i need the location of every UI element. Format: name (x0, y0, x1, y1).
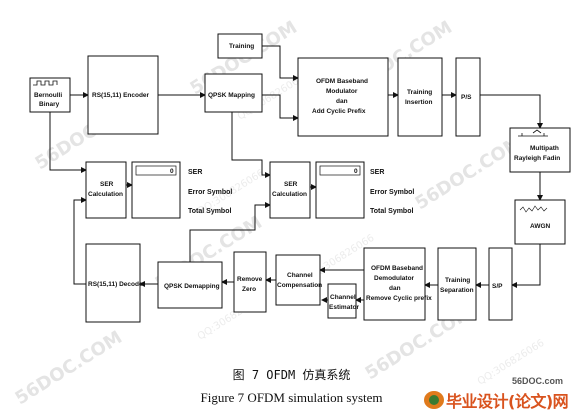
edge-ps-multipath (480, 94, 543, 129)
channel-comp-line-2: Compensation (277, 282, 322, 289)
awgn-block: AWGN (514, 199, 566, 245)
logo-emblem-icon (424, 391, 444, 409)
ser-calc-2-line-2: Calculation (272, 191, 307, 198)
edge-bernoulli-ser1 (49, 112, 87, 173)
edge-qpsk-ofdm (262, 94, 299, 121)
ser-calculation-1-block: SER Calculation (85, 161, 127, 219)
ps-block: P/S (455, 57, 481, 137)
logo-text: 毕业设计(论文)网 (446, 392, 569, 411)
display-2-label-ser: SER (370, 169, 384, 176)
pulse-train-icon (33, 80, 58, 86)
qpsk-mapping-label: QPSK Mapping (208, 92, 255, 99)
figure-caption-chinese: 图 7 OFDM 仿真系统 (232, 368, 351, 382)
edge-qpsk-ser2 (231, 112, 271, 178)
ofdm-mod-line-2: Modulator (326, 88, 358, 95)
training-separation-line-1: Training (445, 277, 470, 284)
figure-caption-english: Figure 7 OFDM simulation system (200, 390, 383, 405)
training-insertion-block: Training Insertion (397, 57, 443, 137)
multipath-icon (518, 129, 548, 137)
display-2-value: 0 (354, 168, 358, 175)
blocks: Bernoulli Binary RS(15,11) Encoder Train… (29, 33, 571, 323)
training-block: Training (217, 33, 263, 59)
multipath-block: Multipath Rayleigh Fadin (509, 127, 571, 173)
qpsk-demapping-label: QPSK Demapping (164, 283, 220, 290)
training-insertion-line-2: Insertion (405, 99, 432, 106)
channel-estimator-block: Channel Estimator (327, 283, 359, 319)
display-1-labels: SER Error Symbol Total Symbol (188, 169, 232, 215)
display-1-value: 0 (170, 168, 174, 175)
ser-calc-2-line-1: SER (284, 181, 298, 188)
awgn-label: AWGN (530, 223, 551, 230)
remove-zero-block: Remove Zero (233, 251, 267, 313)
channel-compensation-block: Channel Compensation (275, 254, 322, 306)
ser-calc-1-line-2: Calculation (88, 191, 123, 198)
display-2-readout (319, 165, 361, 176)
bernoulli-label-line-2: Binary (39, 101, 60, 108)
multipath-line-2: Rayleigh Fadin (514, 155, 560, 162)
watermark-site-5: 56DOC.COM (412, 132, 526, 214)
sp-label: S/P (492, 283, 503, 290)
connections (49, 45, 543, 303)
noise-icon (519, 205, 548, 213)
ser-calculation-2-block: SER Calculation (269, 161, 311, 219)
channel-comp-line-1: Channel (287, 272, 313, 279)
training-separation-line-2: Separation (440, 287, 474, 294)
qpsk-mapping-block: QPSK Mapping (204, 73, 263, 113)
ofdm-demod-line-2: Demodulator (374, 275, 415, 282)
ser-calc-1-line-1: SER (100, 181, 114, 188)
training-label: Training (229, 43, 254, 50)
edge-awgn-sp (511, 244, 541, 288)
ofdm-demod-line-3: dan (389, 285, 401, 292)
ps-label: P/S (461, 94, 472, 101)
rs-encoder-label: RS(15,11) Encoder (92, 92, 150, 99)
training-insertion-line-1: Training (407, 89, 432, 96)
rs-encoder-block: RS(15,11) Encoder (87, 55, 159, 135)
rs-decoder-label: RS(15,11) Decoder (88, 281, 146, 288)
channel-estimator-line-1: Channel (330, 294, 356, 301)
display-1-block: 0 (131, 161, 181, 219)
ofdm-mod-line-1: OFDM Baseband (316, 78, 368, 85)
bernoulli-binary-block: Bernoulli Binary (29, 77, 71, 113)
edge-rsd-ser1 (73, 197, 87, 285)
remove-zero-line-1: Remove (237, 276, 263, 283)
ofdm-demodulator-block: OFDM Baseband Demodulator dan Remove Cyc… (363, 247, 432, 321)
display-1-label-error: Error Symbol (188, 189, 232, 196)
display-1-readout (135, 165, 177, 176)
channel-estimator-line-2: Estimator (329, 304, 359, 311)
display-1-label-total: Total Symbol (188, 208, 231, 215)
display-2-label-total: Total Symbol (370, 208, 413, 215)
display-2-block: 0 (315, 161, 365, 219)
display-2-labels: SER Error Symbol Total Symbol (370, 169, 414, 215)
ofdm-mod-line-3: dan (336, 98, 348, 105)
multipath-line-1: Multipath (530, 145, 559, 152)
display-2-label-error: Error Symbol (370, 189, 414, 196)
ofdm-mod-line-4: Add Cyclic Prefix (312, 108, 366, 115)
display-1-label-ser: SER (188, 169, 202, 176)
ofdm-demod-line-1: OFDM Baseband (371, 265, 423, 272)
ofdm-demod-line-4: Remove Cyclic prefix (366, 295, 432, 302)
qpsk-demapping-block: QPSK Demapping (157, 261, 223, 309)
rs-decoder-block: RS(15,11) Decoder (85, 243, 146, 323)
training-separation-block: Training Separation (437, 247, 477, 321)
sp-block: S/P (488, 247, 513, 321)
site-logo: 毕业设计(论文)网 (424, 388, 569, 412)
ofdm-modulator-block: OFDM Baseband Modulator dan Add Cyclic P… (297, 57, 389, 137)
logo-site-text: 56DOC.com (512, 376, 564, 386)
bernoulli-label-line-1: Bernoulli (34, 92, 62, 99)
remove-zero-line-2: Zero (242, 286, 256, 293)
edge-training-ofdm (262, 45, 299, 81)
edge-qpskd-ser2 (189, 202, 271, 262)
